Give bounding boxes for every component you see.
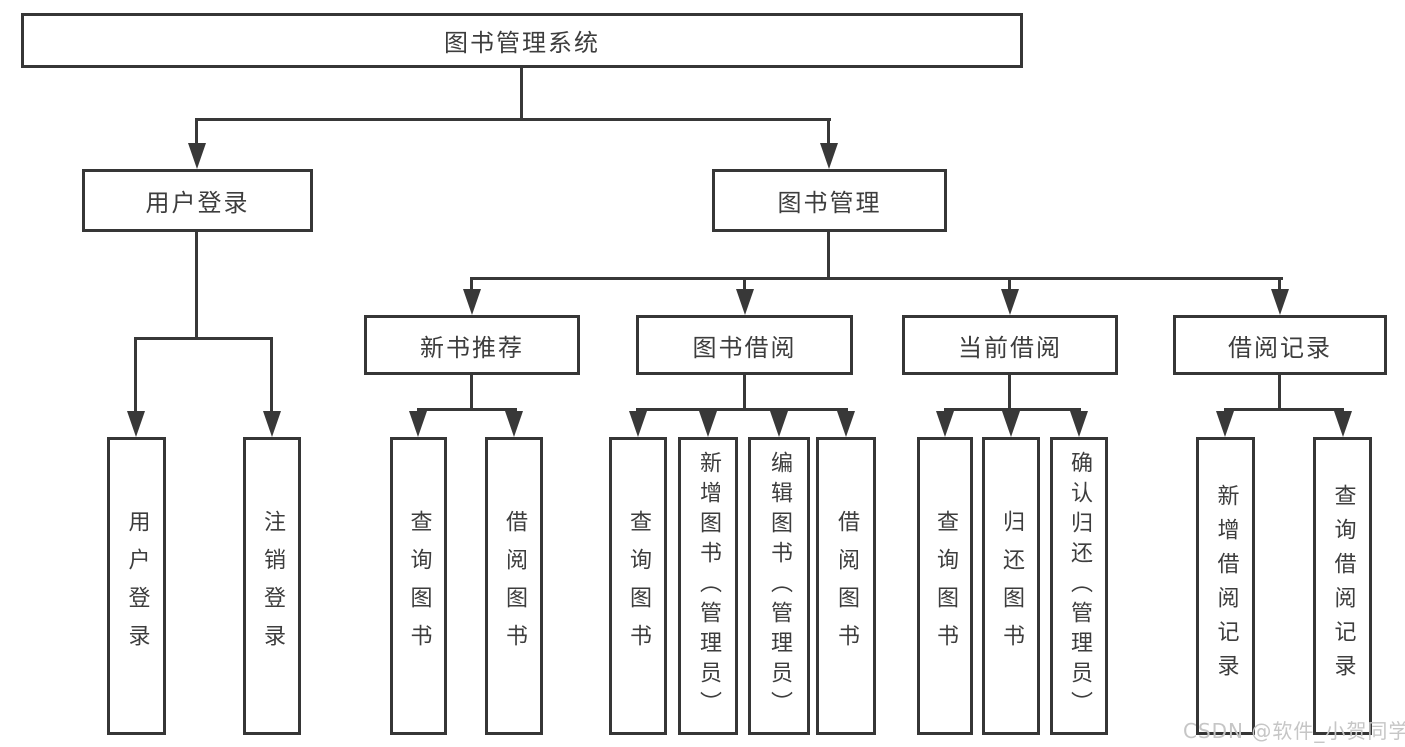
node-library-system: 图书管理系统 [21,13,1023,68]
node-user-login-leaf: 用户登录 [107,437,166,735]
node-label: 新书推荐 [420,333,524,362]
node-borrow-books-leaf: 借阅图书 [816,437,876,735]
arrow-down-icon [629,411,647,437]
node-query-books-recommend: 查询图书 [390,437,447,735]
node-add-books-admin: 新增图书（管理员） [678,437,738,735]
node-label: 用户登录 [124,510,150,662]
connector-line [520,66,523,120]
arrow-down-icon [699,411,717,437]
node-label: 图书管理系统 [444,29,600,57]
node-add-borrow-record: 新增借阅记录 [1196,437,1255,735]
node-label: 查询借阅记录 [1330,484,1356,688]
arrow-down-icon [1216,411,1234,437]
connector-line [134,337,137,413]
node-query-books-current: 查询图书 [917,437,973,735]
node-book-borrowing: 图书借阅 [636,315,853,375]
connector-line [636,408,848,411]
node-label: 查询图书 [933,510,958,662]
node-label: 新增借阅记录 [1213,484,1239,688]
connector-line [944,408,1081,411]
node-return-books: 归还图书 [982,437,1040,735]
node-label: 编辑图书（管理员） [767,451,792,721]
node-label: 当前借阅 [958,333,1062,362]
arrow-down-icon [127,411,145,437]
connector-line [195,232,198,339]
node-label: 新增图书（管理员） [696,451,721,721]
arrow-down-icon [837,411,855,437]
connector-line [827,118,830,145]
node-label: 确认归还（管理员） [1067,451,1092,721]
connector-line [470,277,1283,280]
arrow-down-icon [1271,289,1289,315]
node-label: 查询图书 [626,510,651,662]
connector-line [1224,408,1344,411]
node-query-books-borrowing: 查询图书 [609,437,667,735]
node-borrow-records: 借阅记录 [1173,315,1387,375]
connector-line [827,232,830,279]
connector-line [134,337,273,340]
arrow-down-icon [1334,411,1352,437]
node-label: 借阅记录 [1228,333,1332,362]
node-label: 借阅图书 [834,510,859,662]
connector-line [1008,277,1011,291]
arrow-down-icon [188,143,206,169]
node-user-login: 用户登录 [82,169,313,232]
connector-line [743,375,746,411]
arrow-down-icon [736,289,754,315]
connector-line [470,277,473,291]
node-logout: 注销登录 [243,437,301,735]
connector-line [743,277,746,291]
arrow-down-icon [263,411,281,437]
node-label: 图书管理 [777,189,882,217]
arrow-down-icon [505,411,523,437]
arrow-down-icon [409,411,427,437]
connector-line [195,118,198,145]
node-new-book-recommend: 新书推荐 [364,315,580,375]
connector-line [1278,375,1281,411]
arrow-down-icon [770,411,788,437]
connector-line [270,337,273,413]
connector-line [196,118,831,121]
arrow-down-icon [1002,411,1020,437]
connector-line [1008,375,1011,411]
arrow-down-icon [936,411,954,437]
node-label: 注销登录 [260,510,285,662]
node-current-borrowing: 当前借阅 [902,315,1118,375]
node-confirm-return-admin: 确认归还（管理员） [1050,437,1108,735]
csdn-watermark: CSDN @软件_小贺同学 [1183,719,1405,743]
arrow-down-icon [1001,289,1019,315]
connector-line [417,408,517,411]
connector-line [470,375,473,411]
node-label: 图书借阅 [692,333,797,362]
node-label: 归还图书 [999,510,1024,662]
node-label: 用户登录 [145,189,250,217]
node-label: 查询图书 [406,510,432,662]
arrow-down-icon [1070,411,1088,437]
connector-line [1278,277,1281,291]
node-edit-books-admin: 编辑图书（管理员） [748,437,810,735]
arrow-down-icon [820,143,838,169]
node-label: 借阅图书 [502,510,527,662]
node-query-borrow-record: 查询借阅记录 [1313,437,1372,735]
arrow-down-icon [463,289,481,315]
node-borrow-books-recommend: 借阅图书 [485,437,543,735]
node-book-management: 图书管理 [712,169,947,232]
